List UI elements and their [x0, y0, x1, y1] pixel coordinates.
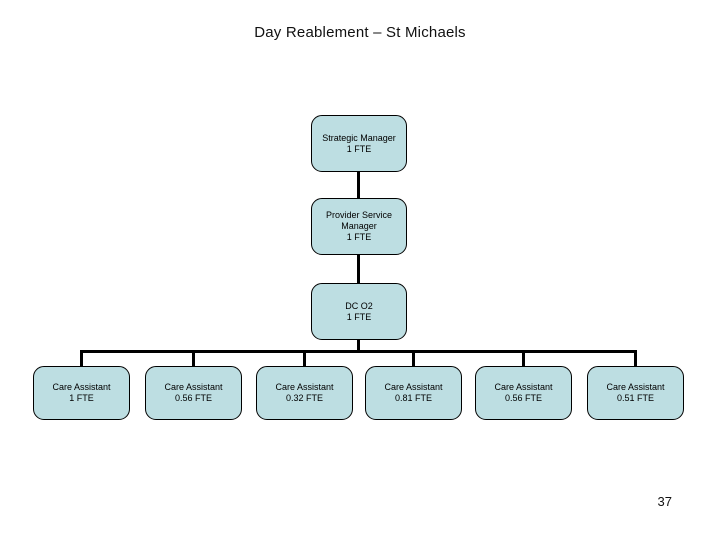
connector-vertical	[357, 340, 360, 352]
node-fte: 0.56 FTE	[504, 393, 542, 403]
connector-drop	[522, 352, 525, 366]
node-fte: 0.32 FTE	[285, 393, 323, 403]
node-fte: 1 FTE	[346, 232, 372, 242]
connector-vertical	[357, 172, 360, 198]
connector-drop	[192, 352, 195, 366]
node-title: Care Assistant	[494, 382, 553, 392]
node-title: Care Assistant	[164, 382, 223, 392]
node-fte: 1 FTE	[346, 311, 372, 322]
node-title: Care Assistant	[52, 382, 111, 392]
node-fte: 0.51 FTE	[616, 393, 654, 403]
connector-drop	[303, 352, 306, 366]
connector-horizontal	[80, 350, 637, 353]
node-fte: 1 FTE	[69, 393, 94, 403]
org-node-provider-service-manager: Provider Service Manager 1 FTE	[311, 198, 407, 255]
org-node-care-assistant: Care Assistant 0.51 FTE	[587, 366, 684, 420]
org-node-strategic-manager: Strategic Manager 1 FTE	[311, 115, 407, 172]
node-title: Care Assistant	[606, 382, 665, 392]
connector-drop	[80, 352, 83, 366]
org-node-care-assistant: Care Assistant 0.56 FTE	[145, 366, 242, 420]
page-number: 37	[657, 494, 672, 509]
org-node-dc-o2: DC O2 1 FTE	[311, 283, 407, 340]
connector-drop	[412, 352, 415, 366]
node-title: Care Assistant	[384, 382, 443, 392]
org-node-care-assistant: Care Assistant 0.32 FTE	[256, 366, 353, 420]
slide-title: Day Reablement – St Michaels	[254, 24, 466, 41]
connector-drop	[634, 352, 637, 366]
node-fte: 0.81 FTE	[394, 393, 432, 403]
node-fte: 0.56 FTE	[174, 393, 212, 403]
org-node-care-assistant: Care Assistant 1 FTE	[33, 366, 130, 420]
node-title: DC O2	[345, 300, 373, 311]
org-node-care-assistant: Care Assistant 0.56 FTE	[475, 366, 572, 420]
node-title: Provider Service Manager	[325, 210, 393, 231]
node-fte: 1 FTE	[346, 143, 372, 154]
node-title: Strategic Manager	[322, 132, 396, 143]
connector-vertical	[357, 255, 360, 283]
org-node-care-assistant: Care Assistant 0.81 FTE	[365, 366, 462, 420]
node-title: Care Assistant	[275, 382, 334, 392]
